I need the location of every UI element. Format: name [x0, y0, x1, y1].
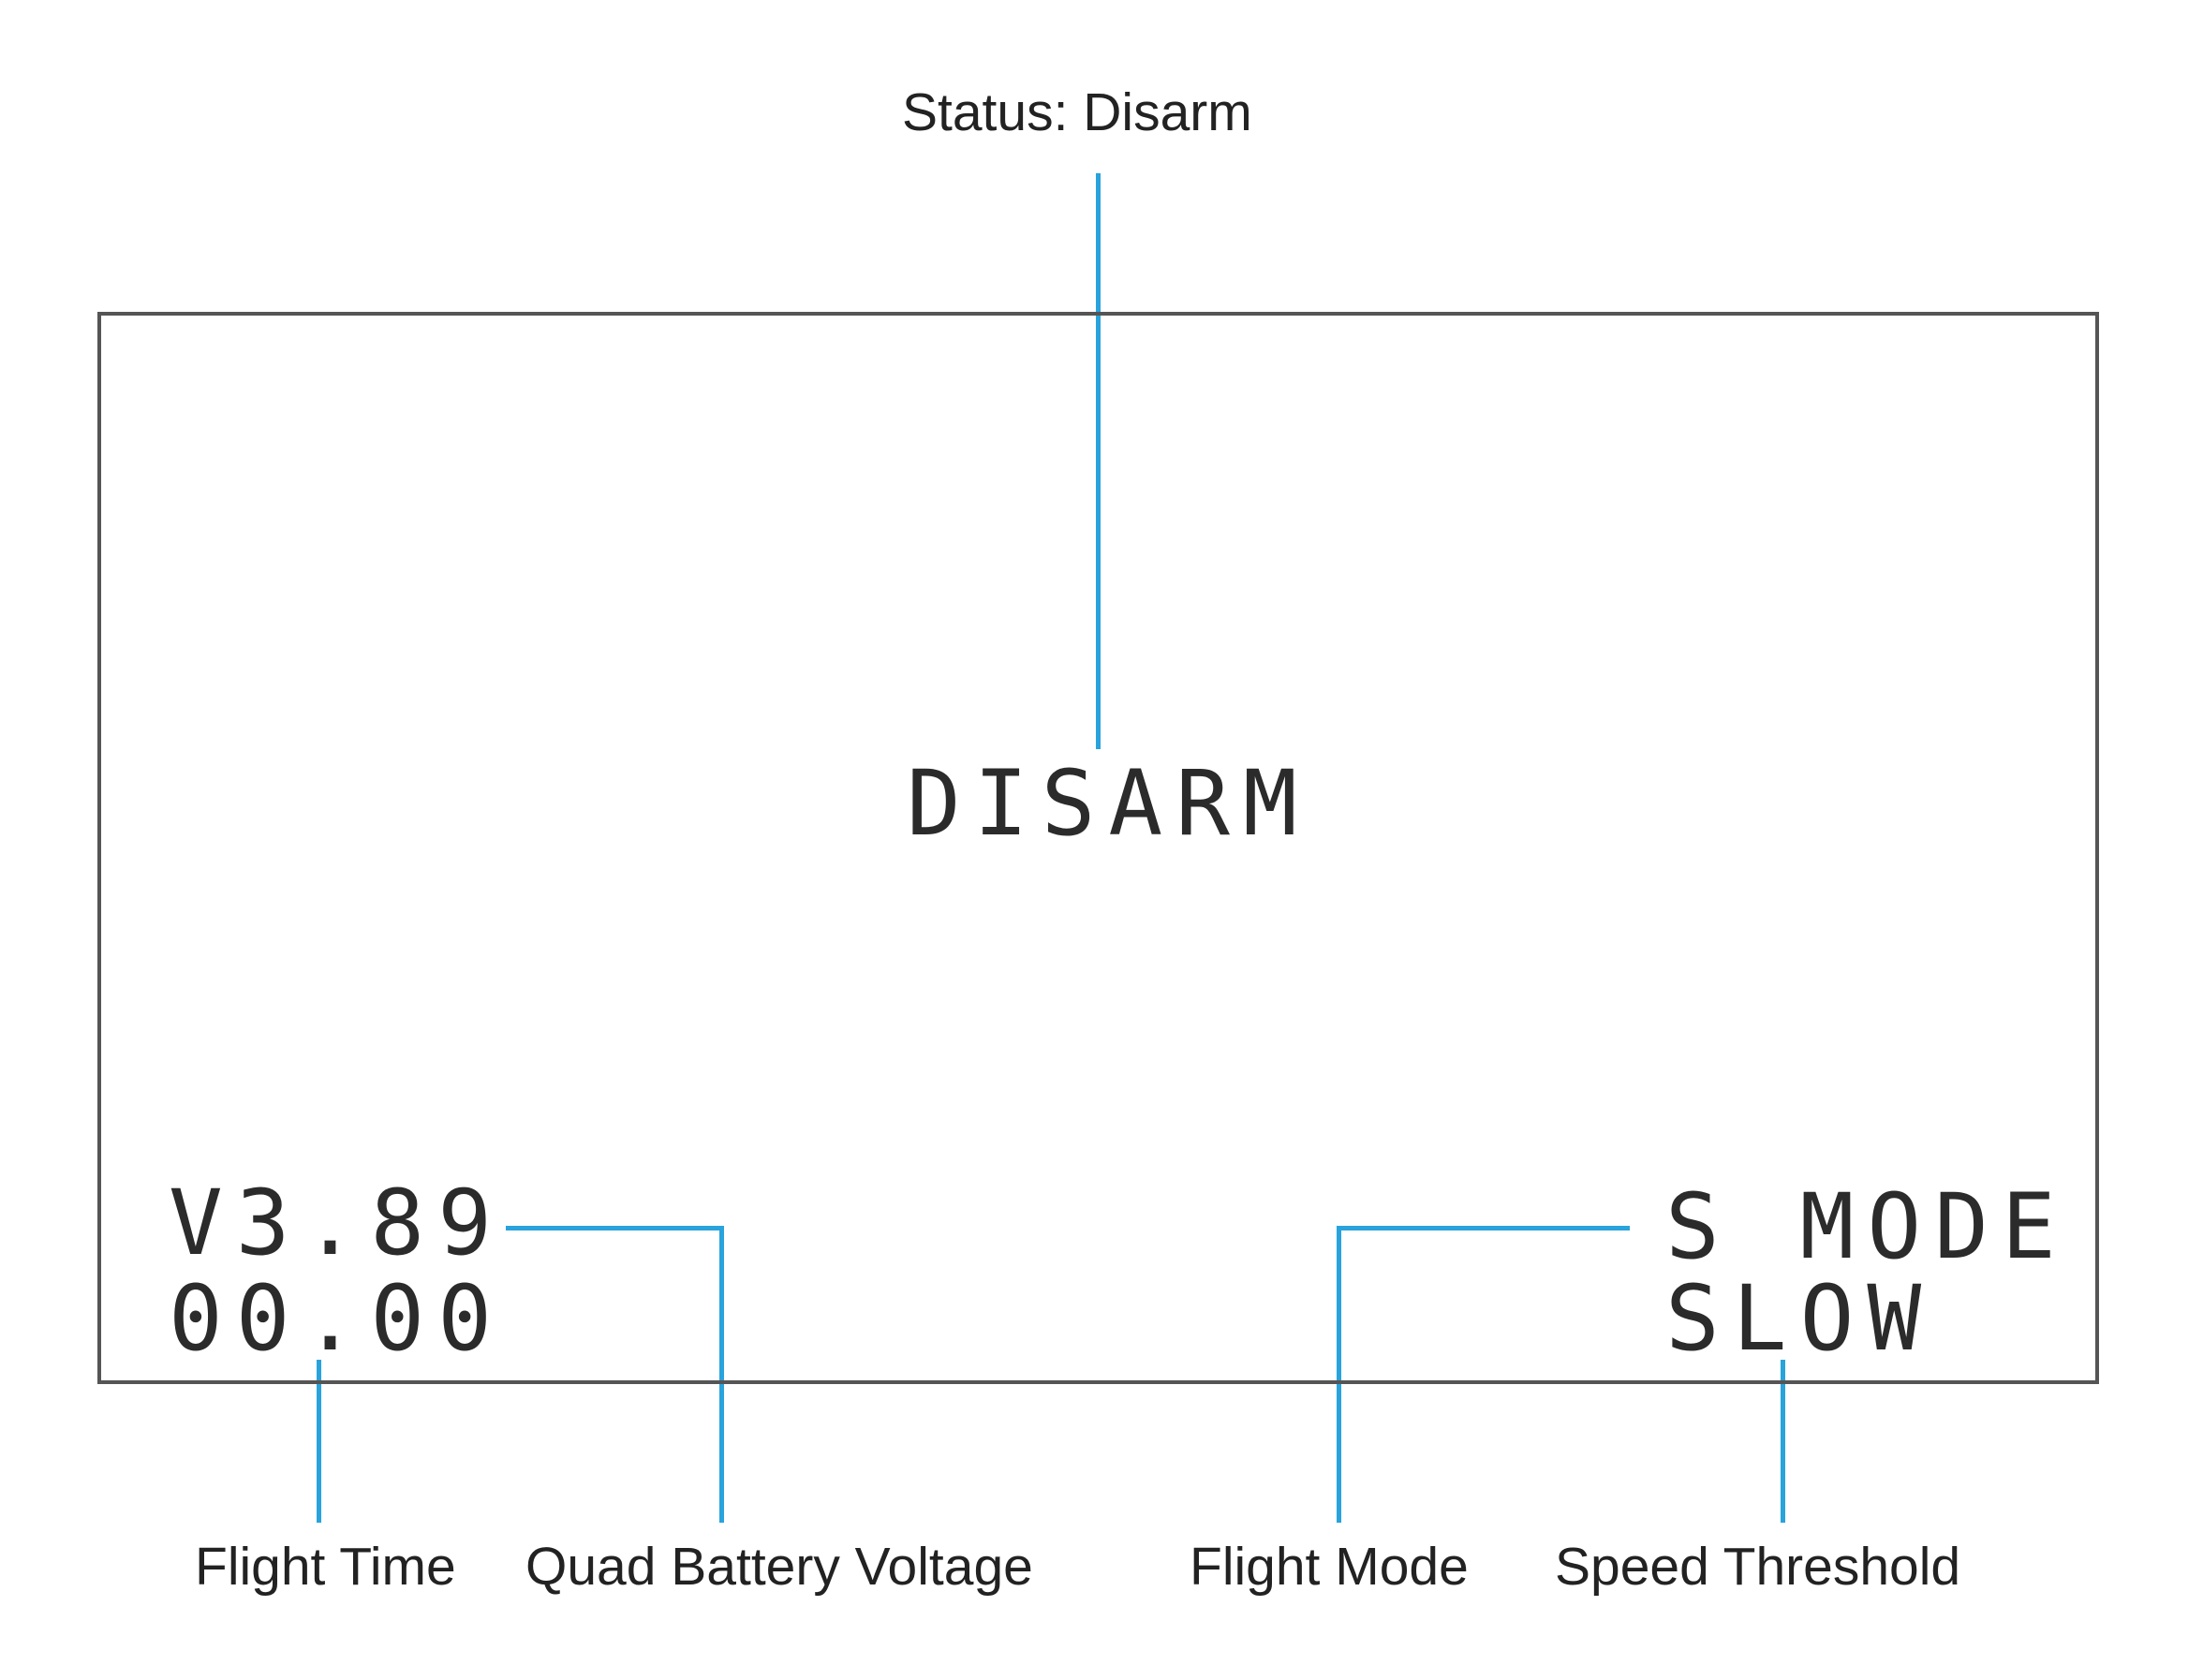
status-callout-label: Status: Disarm: [902, 82, 1252, 142]
osd-status-text: DISARM: [907, 751, 1310, 856]
voltage-leader-vertical: [719, 1226, 724, 1523]
mode-leader-vertical: [1337, 1226, 1341, 1523]
osd-speed-text: SLOW: [1665, 1266, 1935, 1371]
osd-voltage-text: V3.89: [169, 1171, 505, 1275]
flight-time-leader-line: [317, 1360, 321, 1523]
mode-leader-horizontal: [1337, 1226, 1630, 1231]
osd-mode-text: S MODE: [1665, 1174, 2069, 1279]
battery-voltage-callout-label: Quad Battery Voltage: [525, 1537, 1033, 1597]
osd-screen-frame: [97, 312, 2099, 1384]
voltage-leader-horizontal: [506, 1226, 724, 1231]
status-leader-line: [1096, 173, 1101, 749]
flight-time-callout-label: Flight Time: [195, 1537, 456, 1597]
osd-flight-time-text: 00.00: [169, 1266, 505, 1371]
speed-threshold-callout-label: Speed Threshold: [1555, 1537, 1961, 1597]
flight-mode-callout-label: Flight Mode: [1190, 1537, 1469, 1597]
speed-leader-line: [1781, 1360, 1785, 1523]
